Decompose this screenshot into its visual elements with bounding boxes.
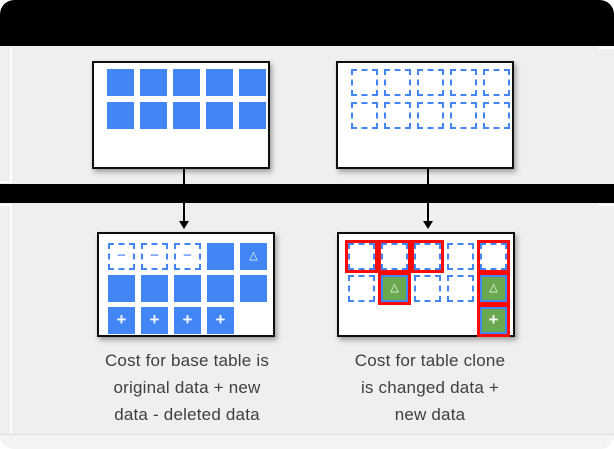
data-block-dashed [351, 69, 378, 96]
data-block-solid [173, 69, 200, 96]
data-block-minus: − [141, 243, 168, 270]
data-block-dashed [450, 69, 477, 96]
data-block-green-plus-red: + [480, 307, 507, 334]
data-block-dashed [414, 275, 441, 302]
data-block-dashed [447, 243, 474, 270]
data-block-dashed [483, 69, 510, 96]
frame-highlight-line [599, 204, 614, 206]
down-arrow-base-table [179, 169, 189, 229]
data-block-solid [141, 275, 168, 302]
data-block-green-triangle-red: △ [381, 275, 408, 302]
data-block-minus: − [108, 243, 135, 270]
data-block-grid: − − − △ + + + + [99, 234, 273, 334]
caption-line: Cost for base table is [104, 351, 270, 370]
data-block-solid [207, 243, 234, 270]
block-symbol: △ [489, 282, 498, 294]
table-clone-cost-caption: Cost for table clone is changed data + n… [330, 347, 530, 428]
data-block-grid [338, 63, 512, 129]
data-block-dashed-red [414, 243, 441, 270]
middle-black-bar [0, 184, 614, 203]
base-table-original-box [92, 61, 270, 169]
block-symbol: + [116, 310, 127, 329]
block-symbol: − [150, 247, 159, 264]
data-block-dashed-red [348, 243, 375, 270]
data-block-dashed [384, 102, 411, 129]
data-block-solid [108, 275, 135, 302]
frame-highlight-line [0, 204, 12, 206]
data-block-dashed [351, 102, 378, 129]
caption-line: is changed data + [360, 378, 500, 397]
top-black-bar [0, 0, 614, 46]
block-symbol: + [182, 310, 193, 329]
data-block-solid [240, 275, 267, 302]
data-block-solid [140, 102, 167, 129]
data-block-dashed [348, 275, 375, 302]
data-block-dashed-red [381, 243, 408, 270]
data-block-solid [140, 69, 167, 96]
table-clone-changed-box: △ △ + [337, 232, 515, 337]
data-block-solid [174, 275, 201, 302]
data-block-grid: △ △ + [339, 234, 513, 334]
data-block-dashed-red [480, 243, 507, 270]
footer-strip [0, 434, 614, 449]
caption-line: new data [394, 405, 466, 424]
block-symbol: △ [249, 250, 258, 262]
frame-highlight-line [10, 48, 12, 181]
data-block-solid [206, 102, 233, 129]
data-block-solid [207, 275, 234, 302]
frame-highlight-line [10, 206, 12, 434]
data-block-dashed [483, 102, 510, 129]
data-block-solid [173, 102, 200, 129]
frame-highlight-line [599, 47, 614, 49]
data-block-dashed [417, 69, 444, 96]
block-symbol: − [183, 247, 192, 264]
base-table-cost-caption: Cost for base table is original data + n… [87, 347, 287, 428]
data-block-plus-solid: + [108, 307, 135, 334]
data-block-solid [239, 102, 266, 129]
down-arrow-table-clone [423, 169, 433, 229]
block-symbol: − [117, 247, 126, 264]
data-block-minus: − [174, 243, 201, 270]
data-block-plus-solid: + [174, 307, 201, 334]
caption-line: Cost for table clone [354, 351, 506, 370]
block-symbol: + [149, 310, 160, 329]
table-clone-shared-box [336, 61, 514, 169]
data-block-dashed [384, 69, 411, 96]
data-block-solid [107, 102, 134, 129]
data-block-dashed [447, 275, 474, 302]
caption-line: data - deleted data [114, 405, 260, 424]
block-symbol: △ [390, 282, 399, 294]
data-block-green-triangle-red: △ [480, 275, 507, 302]
data-block-solid [107, 69, 134, 96]
data-block-solid [239, 69, 266, 96]
block-symbol: + [488, 310, 499, 329]
caption-line: original data + new [113, 378, 261, 397]
data-block-triangle-solid: △ [240, 243, 267, 270]
data-block-dashed [450, 102, 477, 129]
block-symbol: + [215, 310, 226, 329]
data-block-solid [206, 69, 233, 96]
frame-highlight-line [0, 181, 12, 183]
data-block-dashed [417, 102, 444, 129]
data-block-plus-solid: + [141, 307, 168, 334]
data-block-grid [94, 63, 268, 129]
data-block-plus-solid: + [207, 307, 234, 334]
base-table-changed-box: − − − △ + + + + [97, 232, 275, 337]
